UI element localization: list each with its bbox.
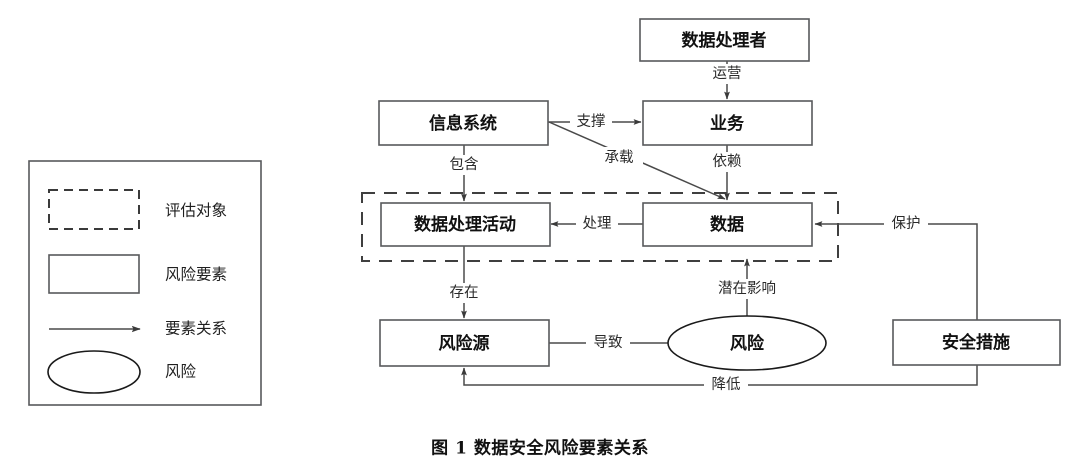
edge-exist-label-bg (440, 283, 488, 303)
legend-item-risk: 风险 (47, 350, 197, 394)
dashed-rectangle-icon (48, 189, 140, 230)
node-risk-source[interactable]: 风险源 (379, 319, 550, 367)
edge-protect-line (814, 221, 978, 320)
node-security-measure[interactable]: 安全措施 (892, 319, 1061, 366)
node-data-processor-box (639, 18, 810, 62)
edge-potential-impact-label-bg (707, 279, 787, 299)
node-risk-ellipse (667, 315, 827, 371)
node-risk-label: 风险 (730, 333, 765, 354)
edge-reduce-label-bg (704, 375, 748, 395)
node-risk[interactable]: 风险 (667, 315, 827, 371)
legend-item-risk-element: 风险要素 (48, 254, 227, 294)
edge-exist-label: 存在 (450, 284, 479, 301)
node-data[interactable]: 数据 (642, 202, 813, 247)
edge-depend-label-bg (703, 152, 751, 172)
edge-carry-label-bg (595, 147, 643, 168)
node-information-system-label: 信息系统 (429, 113, 497, 134)
legend-label-assessment-object: 评估对象 (165, 202, 227, 220)
edge-potential-impact-label: 潜在影响 (718, 280, 776, 297)
node-business-box (642, 100, 813, 146)
edge-depend-label: 依赖 (713, 153, 742, 170)
edge-reduce-label: 降低 (712, 376, 741, 393)
connector-layer: 运营 支撑 承载 依赖 包含 处理 存在 (440, 60, 978, 395)
legend-item-element-relation: 要素关系 (49, 320, 227, 338)
node-data-processing-activity-label: 数据处理活动 (414, 214, 516, 235)
assessment-scope-boundary (361, 192, 839, 262)
legend-label-element-relation: 要素关系 (165, 320, 227, 338)
edge-protect-label: 保护 (892, 215, 921, 232)
edge-cause-label: 导致 (594, 334, 623, 351)
node-risk-source-box (379, 319, 550, 367)
node-data-processor[interactable]: 数据处理者 (639, 18, 810, 62)
node-data-processing-activity[interactable]: 数据处理活动 (380, 202, 551, 247)
node-data-processing-activity-box (380, 202, 551, 247)
edge-protect-label-bg (884, 214, 928, 234)
node-business[interactable]: 业务 (642, 100, 813, 146)
node-data-processor-label: 数据处理者 (682, 30, 767, 51)
edge-contain-label-bg (440, 155, 488, 175)
edge-operate-label: 运营 (713, 65, 742, 82)
node-information-system-box (378, 100, 549, 146)
node-security-measure-label: 安全措施 (942, 332, 1010, 353)
node-information-system[interactable]: 信息系统 (378, 100, 549, 146)
edge-contain-label: 包含 (450, 156, 479, 173)
legend-label-risk-element: 风险要素 (165, 266, 227, 284)
node-business-label: 业务 (710, 113, 745, 134)
figure-caption: 图 1 数据安全风险要素关系 (431, 438, 649, 459)
edge-operate-label-bg (703, 64, 751, 84)
node-security-measure-box (892, 319, 1061, 366)
node-data-box (642, 202, 813, 247)
edge-process-label-bg (576, 214, 618, 234)
node-risk-source-label: 风险源 (439, 333, 490, 354)
edge-process-label: 处理 (583, 215, 612, 232)
node-data-label: 数据 (710, 214, 744, 235)
node-layer: 数据处理者 信息系统 业务 数据处理活动 数据 (378, 18, 1061, 371)
legend-label-risk: 风险 (165, 363, 197, 381)
edge-support-label-bg (570, 112, 612, 132)
solid-rectangle-icon (48, 254, 140, 294)
edge-cause-label-bg (586, 333, 630, 353)
legend-item-assessment-object: 评估对象 (48, 189, 227, 230)
edge-carry-label: 承载 (605, 149, 634, 166)
ellipse-icon (47, 350, 141, 394)
legend-panel: 评估对象 风险要素 要素关系 风险 (28, 160, 262, 406)
edge-support-label: 支撑 (577, 113, 606, 130)
